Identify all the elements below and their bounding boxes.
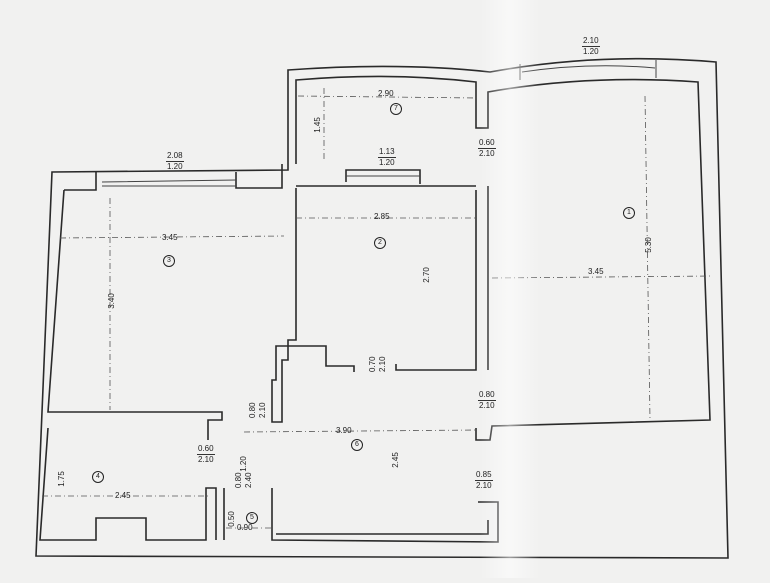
room-5-marker: 5	[246, 512, 258, 524]
window-room1-height: 2.10	[582, 36, 600, 47]
door-entrance-label: 0.85 2.10	[475, 470, 493, 491]
room-1-width: 3.45	[588, 267, 604, 276]
door-room5-height: 2.40	[244, 472, 253, 488]
room-4-width: 2.45	[115, 491, 131, 500]
door-room4-width: 0.60	[197, 444, 215, 455]
door-entrance-height: 2.10	[476, 481, 492, 490]
room-1-height: 5.30	[643, 237, 653, 253]
room-4-marker: 4	[92, 471, 104, 483]
door-room1-label: 0.80 2.10	[478, 390, 496, 411]
door-room1-height: 2.10	[479, 401, 495, 410]
window-room3-height: 2.08	[166, 151, 184, 162]
door-room2-width: 0.70	[368, 356, 377, 372]
door-room2-label: 0.70 2.10	[368, 356, 388, 372]
door-room5-width: 0.80	[234, 472, 243, 488]
room-2-height: 2.70	[421, 267, 431, 283]
door-room5-label: 0.80 2.40	[234, 472, 254, 488]
room-5-width: 0.90	[237, 523, 253, 532]
room-3-height: 3.40	[106, 293, 116, 309]
room-7-width: 2.90	[378, 89, 394, 98]
window-room1-label: 2.10 1.20	[582, 36, 600, 57]
window-room1-sill: 1.20	[583, 47, 599, 56]
door-room4-height: 2.10	[198, 455, 214, 464]
door-room4-label: 0.60 2.10	[197, 444, 215, 465]
door-room2-height: 2.10	[378, 356, 387, 372]
room-7-height: 1.45	[312, 117, 322, 133]
window-room3-sill: 1.20	[167, 162, 183, 171]
room-4-height: 1.75	[56, 471, 66, 487]
room-3-marker: 3	[163, 255, 175, 267]
door-room3-width: 0.80	[248, 402, 257, 418]
room-6-marker: 6	[351, 439, 363, 451]
door-room7-width: 0.60	[478, 138, 496, 149]
room-1-marker: 1	[623, 207, 635, 219]
window-room7-height: 1.13	[378, 147, 396, 158]
door-entrance-width: 0.85	[475, 470, 493, 481]
window-room7-sill: 1.20	[379, 158, 395, 167]
room-7-marker: 7	[390, 103, 402, 115]
door-room7-label: 0.60 2.10	[478, 138, 496, 159]
window-room7-label: 1.13 1.20	[378, 147, 396, 168]
door-room1-width: 0.80	[478, 390, 496, 401]
room-2-width: 2.85	[374, 212, 390, 221]
door-room3-label: 0.80 2.10	[248, 402, 268, 418]
room-3-width: 3.45	[162, 233, 178, 242]
window-room3-label: 2.08 1.20	[166, 151, 184, 172]
room-6-width: 3.90	[336, 426, 352, 435]
door-room7-height: 2.10	[479, 149, 495, 158]
room-2-marker: 2	[374, 237, 386, 249]
hall-vertical-dim: 1.20	[238, 456, 248, 472]
outer-walls	[35, 57, 729, 559]
dimension-lines	[42, 88, 713, 529]
room-5-height: 0.50	[226, 511, 236, 527]
door-room3-height: 2.10	[258, 402, 267, 418]
room-6-height: 2.45	[390, 452, 400, 468]
